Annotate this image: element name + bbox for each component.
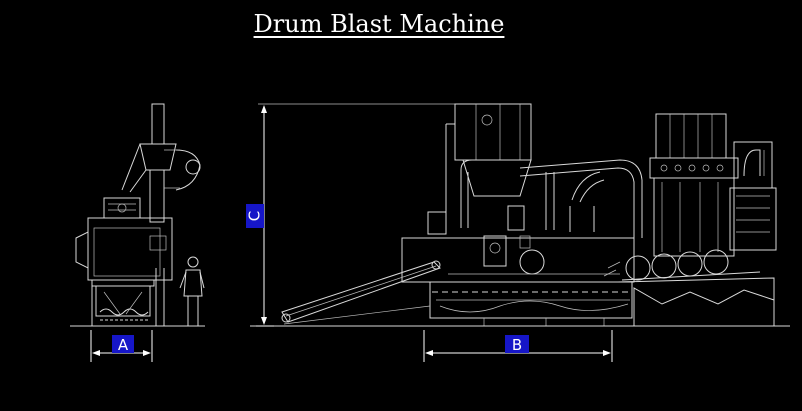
dimension-a: A (90, 330, 153, 362)
operator-figure (179, 256, 205, 326)
label-tag-c (246, 204, 264, 228)
loading-conveyor (281, 260, 441, 325)
roller-conveyor (621, 249, 761, 281)
dimension-b: B (423, 330, 613, 362)
label-tag-a (112, 335, 134, 353)
dimension-c: C (246, 105, 274, 327)
dimension-label-b: B (512, 336, 522, 354)
label-tag-b (505, 335, 529, 353)
front-view (250, 103, 790, 327)
dimension-label-c: C (246, 211, 264, 221)
page-title: Drum Blast Machine (253, 10, 505, 38)
side-view (70, 103, 205, 327)
dimension-label-a: A (118, 336, 129, 354)
